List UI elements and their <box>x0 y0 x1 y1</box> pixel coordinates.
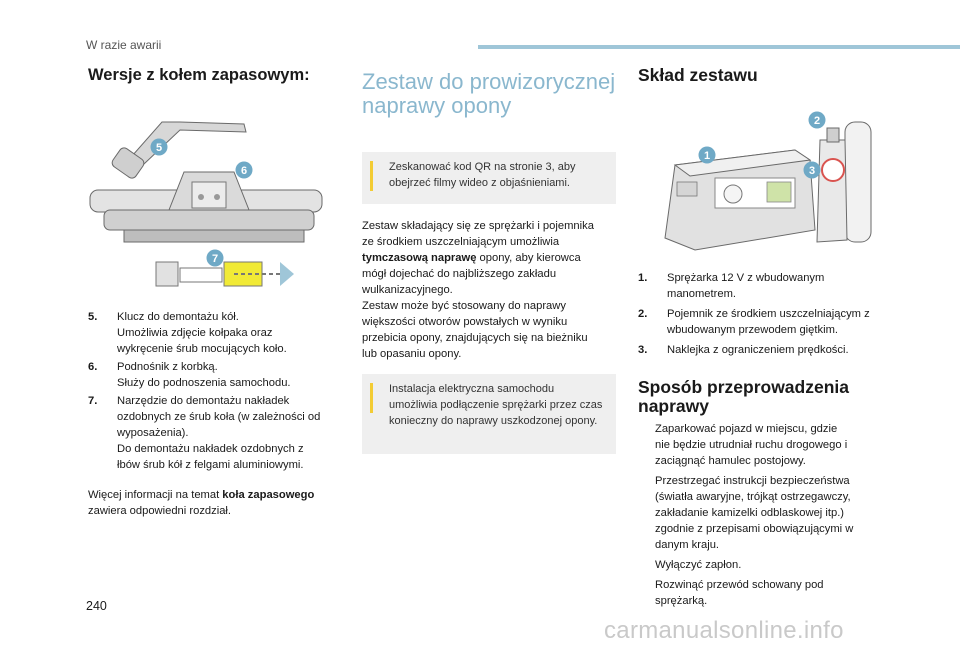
kit-illustration: 1 2 3 <box>664 111 872 251</box>
page-number: 240 <box>86 599 107 613</box>
jack-icon <box>89 171 323 243</box>
list-item: 7. Narzędzie do demontażu nakładek ozdob… <box>88 393 344 473</box>
item-line: wykręcenie śrub mocujących koło. <box>117 343 287 355</box>
item-line: Podnośnik z korbką. <box>117 361 218 373</box>
note-line: konieczny do naprawy uszkodzonej opony. <box>389 415 598 427</box>
list-item: Rozwinąć przewód schowany pod sprężarką. <box>655 579 824 607</box>
kit-contents-items: 1. Sprężarka 12 V z wbudowanym manometre… <box>638 270 888 360</box>
reference-text-end: zawiera odpowiedni rozdział. <box>88 505 232 517</box>
note-marker <box>370 161 373 191</box>
repair-steps: Zaparkować pojazd w miejscu, gdzie nie b… <box>638 421 894 613</box>
watermark: carmanualsonline.info <box>604 617 844 644</box>
list-item: Zaparkować pojazd w miejscu, gdzie nie b… <box>655 423 848 467</box>
item-line: Naklejka z ograniczeniem prędkości. <box>667 344 849 356</box>
electrical-note: Instalacja elektryczna samochodu umożliw… <box>362 374 616 454</box>
item-number: 1. <box>638 272 648 284</box>
list-item: 1. Sprężarka 12 V z wbudowanym manometre… <box>638 270 888 302</box>
svg-text:6: 6 <box>241 165 247 177</box>
spare-wheel-items: 5. Klucz do demontażu kół. Umożliwia zdj… <box>88 309 344 475</box>
item-line: Pojemnik ze środkiem uszczelniającym z <box>667 308 870 320</box>
reference-bold: koła zapasowego <box>222 489 315 501</box>
section-header: W razie awarii <box>86 38 162 52</box>
svg-text:5: 5 <box>156 142 162 154</box>
list-item: 3. Naklejka z ograniczeniem prędkości. <box>638 342 888 358</box>
repair-kit-title: Zestaw do prowizorycznej naprawy opony <box>362 69 616 118</box>
spare-wheel-title: Wersje z kołem zapasowym: <box>88 66 310 84</box>
callout-2: 2 <box>808 111 826 129</box>
item-line: Umożliwia zdjęcie kołpaka oraz <box>117 327 273 339</box>
list-item: 2. Pojemnik ze środkiem uszczelniającym … <box>638 306 888 338</box>
note-line: obejrzeć filmy wideo z objaśnieniami. <box>389 177 570 189</box>
trim-removal-tool-icon <box>155 261 294 287</box>
callout-3: 3 <box>803 161 821 179</box>
list-item: 6. Podnośnik z korbką. Służy do podnosze… <box>88 359 344 391</box>
item-number: 2. <box>638 308 648 320</box>
column-kit-contents: Skład zestawu <box>638 66 888 85</box>
item-line: Do demontażu nakładek ozdobnych z <box>117 443 304 455</box>
kit-contents-title: Skład zestawu <box>638 65 758 85</box>
item-line: Narzędzie do demontażu nakładek <box>117 395 290 407</box>
compressor-icon <box>664 149 816 251</box>
note-line: Zeskanować kod QR na stronie 3, aby <box>389 161 576 173</box>
item-line: łbów śrub kół z felgami aluminiowymi. <box>117 459 304 471</box>
note-line: umożliwia podłączenie sprężarki przez cz… <box>389 399 603 411</box>
list-item: Wyłączyć zapłon. <box>655 559 742 571</box>
spare-wheel-reference: Więcej informacji na temat koła zapasowe… <box>88 487 348 519</box>
svg-text:7: 7 <box>212 253 218 265</box>
svg-text:3: 3 <box>809 165 815 177</box>
wheel-wrench-icon <box>111 121 247 179</box>
item-line: wbudowanym przewodem giętkim. <box>667 324 838 336</box>
item-line: ozdobnych ze śrub koła (w zależności od <box>117 411 321 423</box>
note-marker <box>370 383 373 413</box>
item-number: 7. <box>88 395 98 407</box>
list-item: Przestrzegać instrukcji bezpieczeństwa (… <box>655 475 854 551</box>
callout-1: 1 <box>698 146 716 164</box>
repair-procedure-title: Sposób przeprowadzenia naprawy <box>638 377 849 416</box>
repair-kit-description: Zestaw składający się ze sprężarki i poj… <box>362 220 594 360</box>
sealant-bottle-icon <box>816 121 872 243</box>
item-line: Sprężarka 12 V z wbudowanym <box>667 272 825 284</box>
callout-5: 5 <box>150 138 168 156</box>
column-repair-kit: Zestaw do prowizorycznej naprawy opony <box>362 70 616 118</box>
svg-text:2: 2 <box>814 115 820 127</box>
reference-text: Więcej informacji na temat <box>88 489 223 501</box>
header-rule <box>478 45 960 49</box>
item-number: 5. <box>88 311 98 323</box>
item-line: Klucz do demontażu kół. <box>117 311 239 323</box>
column-spare-wheel: Wersje z kołem zapasowym: <box>88 66 344 85</box>
emphasis: tymczasową naprawę <box>362 252 477 264</box>
note-line: Instalacja elektryczna samochodu <box>389 383 555 395</box>
item-number: 6. <box>88 361 98 373</box>
qr-note: Zeskanować kod QR na stronie 3, aby obej… <box>362 152 616 204</box>
svg-text:1: 1 <box>704 150 710 162</box>
callout-6: 6 <box>235 161 253 179</box>
item-number: 3. <box>638 344 648 356</box>
list-item: 5. Klucz do demontażu kół. Umożliwia zdj… <box>88 309 344 357</box>
item-line: wyposażenia). <box>117 427 189 439</box>
item-line: Służy do podnoszenia samochodu. <box>117 377 291 389</box>
tool-illustration: 5 6 7 <box>89 121 323 287</box>
item-line: manometrem. <box>667 288 737 300</box>
callout-7: 7 <box>206 249 224 267</box>
